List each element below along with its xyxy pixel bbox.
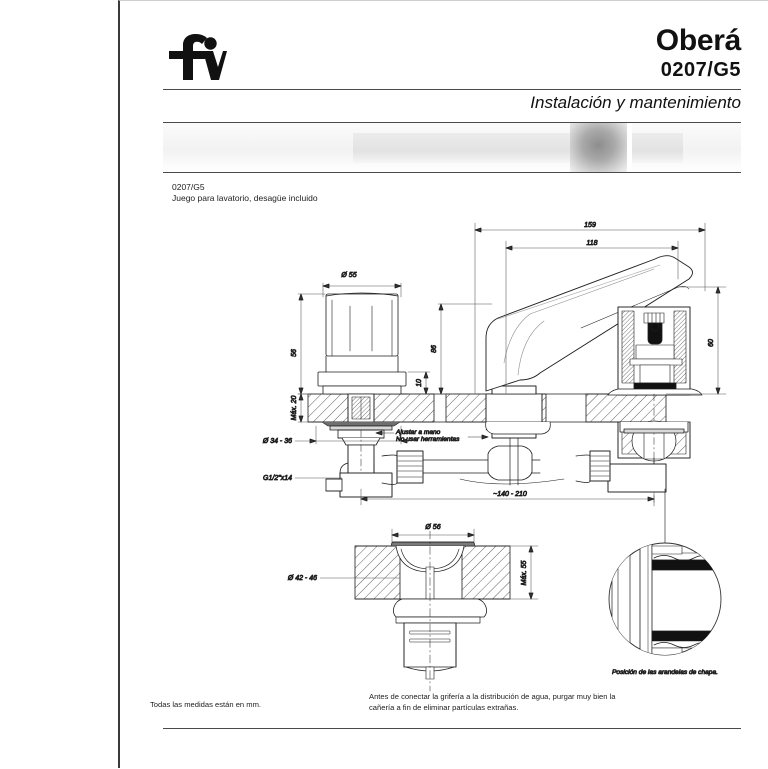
part-code: 0207/G5 xyxy=(172,182,205,192)
svg-text:Ø 55: Ø 55 xyxy=(340,272,356,279)
footer-note-left: Todas las medidas están en mm. xyxy=(150,700,262,709)
svg-text:Ø 56: Ø 56 xyxy=(424,524,440,531)
svg-text:Ø 42 - 46: Ø 42 - 46 xyxy=(287,575,317,582)
svg-text:56: 56 xyxy=(291,349,298,357)
technical-drawing: Ø 55 56 Máx. 20 86 10 159 118 60 Ø 34 - … xyxy=(261,222,727,692)
footer-note-right: Antes de conectar la grifería a la distr… xyxy=(369,692,616,713)
document-subtitle: Instalación y mantenimiento xyxy=(530,93,741,112)
svg-text:G1/2"x14: G1/2"x14 xyxy=(263,475,292,482)
svg-text:118: 118 xyxy=(586,240,597,247)
svg-text:10: 10 xyxy=(416,379,423,387)
svg-text:Ø 34 - 36: Ø 34 - 36 xyxy=(262,438,292,445)
svg-text:86: 86 xyxy=(431,345,438,353)
band-separator xyxy=(627,123,632,172)
header-image-band xyxy=(163,123,741,172)
svg-text:Ajustar a mano: Ajustar a mano xyxy=(395,429,441,436)
svg-text:Máx. 20: Máx. 20 xyxy=(291,395,298,420)
part-caption: 0207/G5 Juego para lavatorio, desagüe in… xyxy=(172,182,318,205)
product-code-header: 0207/G5 xyxy=(660,59,741,81)
header-divider-top xyxy=(163,89,741,90)
fv-logo-icon xyxy=(163,33,227,81)
brand-block: Oberá 0207/G5 xyxy=(655,24,742,83)
band-thumbnail xyxy=(570,123,627,172)
band-divider-top xyxy=(163,122,741,123)
part-description: Juego para lavatorio, desagüe incluido xyxy=(172,193,318,204)
document-page: Oberá 0207/G5 Instalación y mantenimient… xyxy=(118,0,768,768)
svg-text:~140 - 210: ~140 - 210 xyxy=(493,491,527,498)
svg-text:Máx. 55: Máx. 55 xyxy=(521,560,528,585)
band-divider-bottom xyxy=(163,172,741,173)
svg-text:60: 60 xyxy=(708,339,715,347)
page-title: Oberá xyxy=(655,24,742,57)
svg-text:No usar herramientas: No usar herramientas xyxy=(396,436,460,443)
footer-divider xyxy=(163,728,741,729)
svg-text:Posición de las arandelas de c: Posición de las arandelas de chapa. xyxy=(612,669,718,676)
svg-text:159: 159 xyxy=(584,222,596,229)
